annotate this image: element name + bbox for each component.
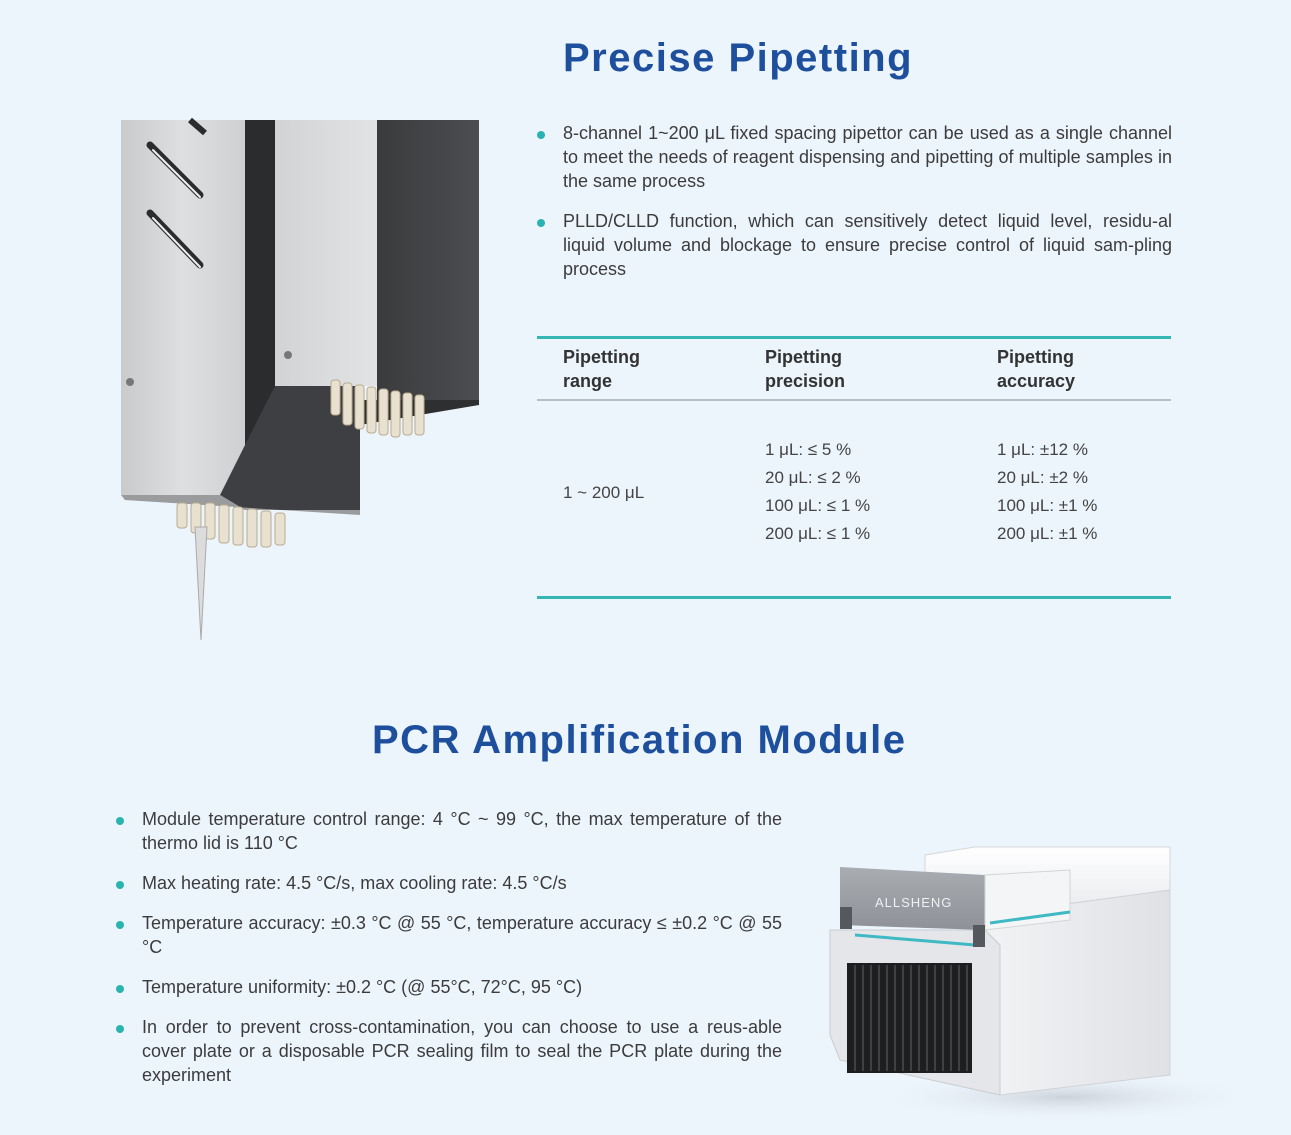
header-line: precision bbox=[765, 371, 846, 391]
bullet-text: Temperature accuracy: ±0.3 °C @ 55 °C, t… bbox=[142, 913, 782, 957]
bullet-dot-icon bbox=[537, 219, 545, 227]
bullet-text: In order to prevent cross-contamination,… bbox=[142, 1017, 782, 1085]
cell-line: 100 μL: ±1 % bbox=[997, 496, 1098, 515]
bullet-text: Max heating rate: 4.5 °C/s, max cooling … bbox=[142, 873, 567, 893]
header-line: accuracy bbox=[997, 371, 1076, 391]
header-line: Pipetting bbox=[765, 347, 842, 367]
table-header: Pipetting range Pipetting precision Pipe… bbox=[537, 339, 1171, 401]
header-line: Pipetting bbox=[563, 347, 640, 367]
list-item: In order to prevent cross-contamination,… bbox=[116, 1015, 782, 1087]
cell-line: 1 μL: ±12 % bbox=[997, 440, 1088, 459]
pipetting-spec-table: Pipetting range Pipetting precision Pipe… bbox=[537, 336, 1171, 599]
cell-precision: 1 μL: ≤ 5 % 20 μL: ≤ 2 % 100 μL: ≤ 1 % 2… bbox=[765, 436, 870, 548]
pipetting-bullet-list: 8-channel 1~200 μL fixed spacing pipetto… bbox=[537, 121, 1172, 297]
bullet-dot-icon bbox=[116, 817, 124, 825]
bullet-dot-icon bbox=[116, 921, 124, 929]
cell-accuracy: 1 μL: ±12 % 20 μL: ±2 % 100 μL: ±1 % 200… bbox=[997, 436, 1097, 548]
cell-line: 20 μL: ±2 % bbox=[997, 468, 1088, 487]
bullet-dot-icon bbox=[116, 1025, 124, 1033]
header-line: Pipetting bbox=[997, 347, 1074, 367]
pipetting-title: Precise Pipetting bbox=[563, 36, 914, 80]
pipettor-image bbox=[115, 115, 485, 650]
bullet-dot-icon bbox=[116, 881, 124, 889]
header-range: Pipetting range bbox=[563, 345, 640, 393]
cell-line: 200 μL: ±1 % bbox=[997, 524, 1098, 543]
bullet-dot-icon bbox=[537, 131, 545, 139]
bullet-text: PLLD/CLLD function, which can sensitivel… bbox=[563, 211, 1172, 279]
cell-line: 20 μL: ≤ 2 % bbox=[765, 468, 861, 487]
list-item: Module temperature control range: 4 °C ~… bbox=[116, 807, 782, 855]
list-item: Temperature uniformity: ±0.2 °C (@ 55°C,… bbox=[116, 975, 782, 999]
device-brand-text: ALLSHENG bbox=[875, 895, 952, 910]
list-item: PLLD/CLLD function, which can sensitivel… bbox=[537, 209, 1172, 281]
header-precision: Pipetting precision bbox=[765, 345, 845, 393]
cell-range: 1 ~ 200 μL bbox=[563, 483, 645, 502]
list-item: Temperature accuracy: ±0.3 °C @ 55 °C, t… bbox=[116, 911, 782, 959]
bullet-dot-icon bbox=[116, 985, 124, 993]
cell-line: 100 μL: ≤ 1 % bbox=[765, 496, 871, 515]
pcr-title: PCR Amplification Module bbox=[372, 718, 907, 762]
cell-line: 200 μL: ≤ 1 % bbox=[765, 524, 871, 543]
cell-line: 1 μL: ≤ 5 % bbox=[765, 440, 852, 459]
header-line: range bbox=[563, 371, 613, 391]
list-item: Max heating rate: 4.5 °C/s, max cooling … bbox=[116, 871, 782, 895]
bullet-text: Module temperature control range: 4 °C ~… bbox=[142, 809, 782, 853]
list-item: 8-channel 1~200 μL fixed spacing pipetto… bbox=[537, 121, 1172, 193]
bullet-text: 8-channel 1~200 μL fixed spacing pipetto… bbox=[563, 123, 1172, 191]
pcr-bullet-list: Module temperature control range: 4 °C ~… bbox=[116, 807, 782, 1103]
header-accuracy: Pipetting accuracy bbox=[997, 345, 1075, 393]
pcr-device-image: ALLSHENG bbox=[825, 835, 1265, 1130]
bullet-text: Temperature uniformity: ±0.2 °C (@ 55°C,… bbox=[142, 977, 583, 997]
